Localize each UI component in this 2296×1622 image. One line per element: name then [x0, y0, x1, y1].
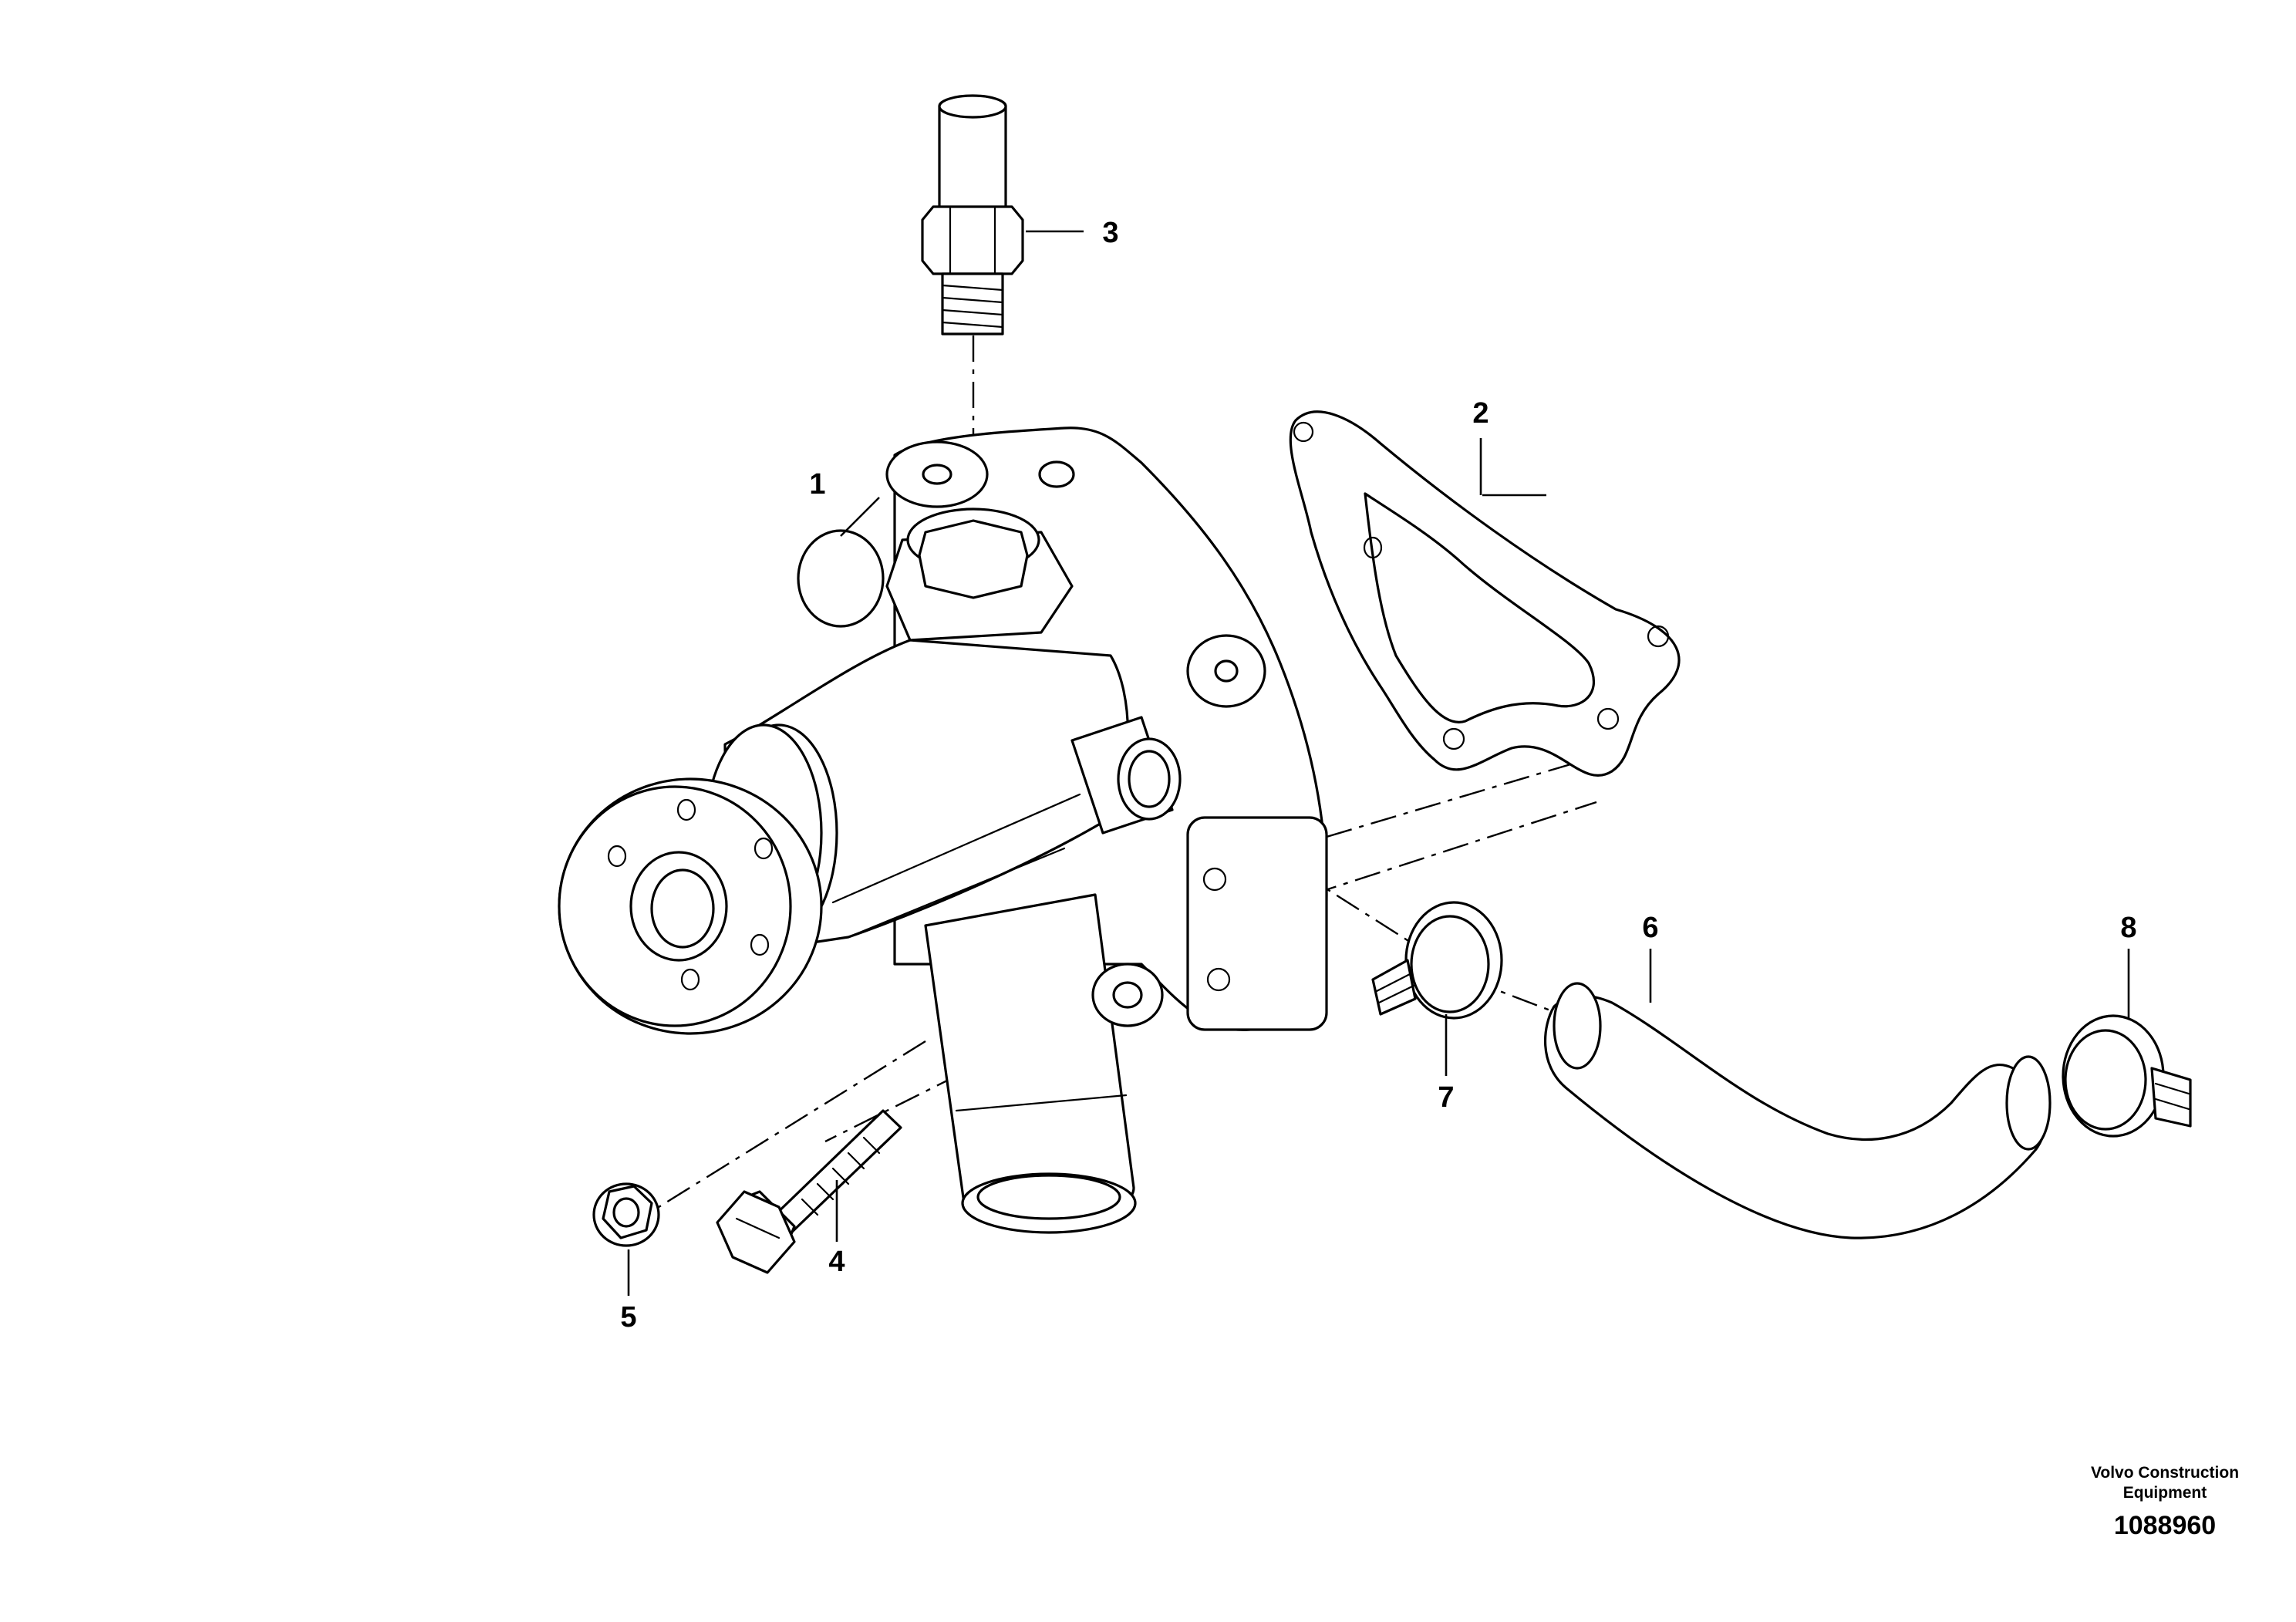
callout-6: 6: [1642, 912, 1658, 944]
flange-nut-part: [592, 1182, 660, 1247]
callout-5: 5: [620, 1301, 636, 1334]
gasket-part: [1289, 410, 1681, 777]
callout-7: 7: [1438, 1081, 1454, 1114]
leader-lines: [627, 230, 2130, 1296]
bolt-part: [716, 1109, 902, 1274]
fitting-part: [921, 94, 1024, 336]
hose-clamp-left-part: [1371, 901, 1503, 1020]
callout-numbers: 1 2 3 4 5 6 7 8: [620, 217, 2136, 1334]
brand-name: Volvo Construction Equipment: [2090, 1464, 2240, 1502]
water-pump-part: [558, 427, 1328, 1234]
coolant-hose-part: [1544, 982, 2052, 1239]
callout-4: 4: [828, 1246, 845, 1278]
document-number: 1088960: [2113, 1511, 2217, 1540]
diagram-caption: Volvo Construction Equipment 1088960: [2080, 1463, 2250, 1541]
callout-2: 2: [1472, 397, 1489, 430]
callout-1: 1: [809, 468, 825, 501]
callout-3: 3: [1102, 217, 1118, 249]
callout-8: 8: [2120, 912, 2136, 944]
hose-clamp-right-part: [2062, 1014, 2192, 1138]
